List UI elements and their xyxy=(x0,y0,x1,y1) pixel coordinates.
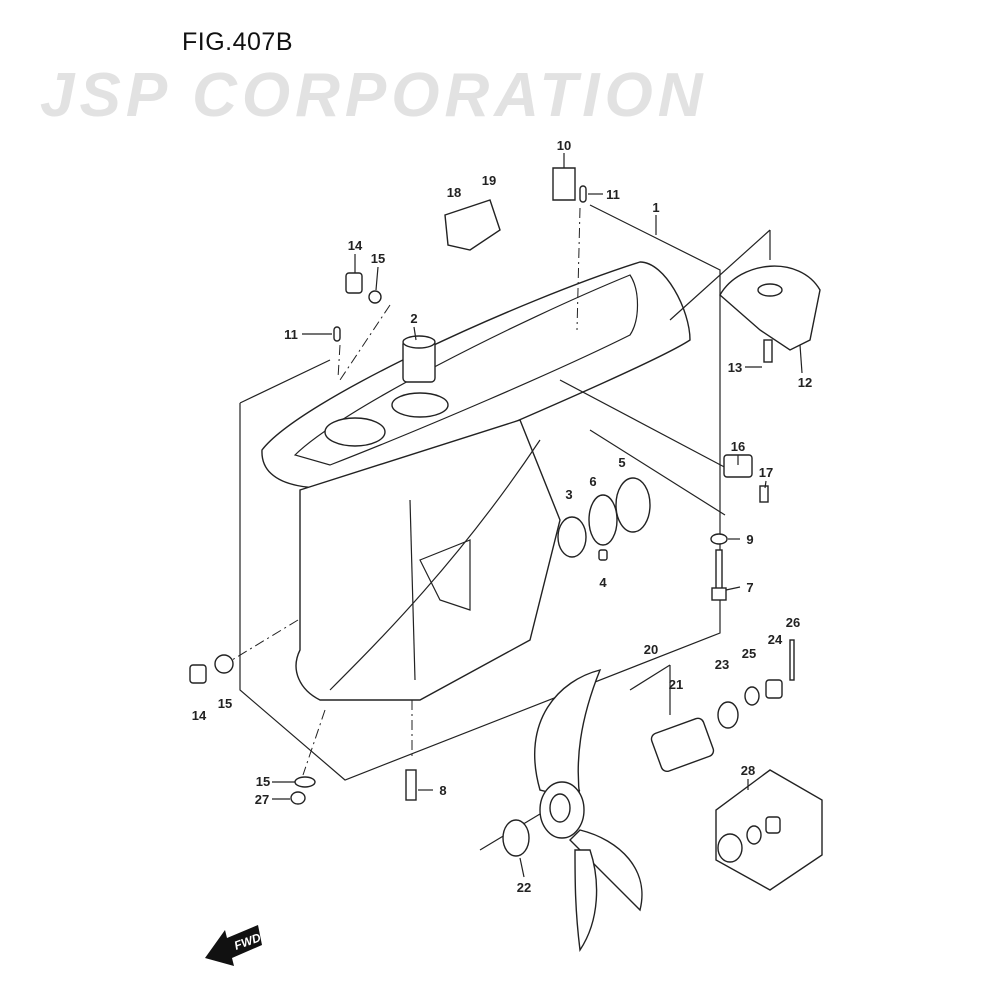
gear-case-housing xyxy=(261,261,691,701)
housing-frame xyxy=(239,204,721,781)
callout-11: 11 xyxy=(606,187,620,202)
leader-lines xyxy=(231,207,771,851)
callout-25: 25 xyxy=(742,646,756,661)
callout-9: 9 xyxy=(746,532,753,547)
callout-11: 11 xyxy=(284,327,298,342)
callout-28: 28 xyxy=(741,763,755,778)
callout-4: 4 xyxy=(599,575,607,590)
callout-23: 23 xyxy=(715,657,729,672)
callout-15: 15 xyxy=(371,251,385,266)
callout-15: 15 xyxy=(256,774,270,789)
callout-20: 20 xyxy=(644,642,658,657)
callout-16: 16 xyxy=(731,439,745,454)
callout-15: 15 xyxy=(218,696,232,711)
callout-2: 2 xyxy=(410,311,417,326)
callout-8: 8 xyxy=(439,783,446,798)
fwd-arrow-icon: FWD xyxy=(205,925,263,966)
callout-24: 24 xyxy=(768,632,783,647)
callout-21: 21 xyxy=(669,677,683,692)
callout-14: 14 xyxy=(192,708,207,723)
callout-5: 5 xyxy=(618,455,625,470)
callout-3: 3 xyxy=(565,487,572,502)
watermark: JSP CORPORATION xyxy=(40,61,708,130)
figure-title: FIG.407B xyxy=(182,28,293,56)
callout-13: 13 xyxy=(728,360,742,375)
callout-26: 26 xyxy=(786,615,800,630)
callout-1: 1 xyxy=(652,200,659,215)
callout-7: 7 xyxy=(746,580,753,595)
small-parts xyxy=(189,167,823,891)
callout-19: 19 xyxy=(482,173,496,188)
callout-6: 6 xyxy=(589,474,596,489)
callout-18: 18 xyxy=(447,185,461,200)
callout-labels: 10 18 19 11 1 14 15 11 2 13 12 16 17 3 6… xyxy=(192,138,812,895)
propeller xyxy=(534,668,643,952)
callout-14: 14 xyxy=(348,238,363,253)
callout-10: 10 xyxy=(557,138,571,153)
callout-12: 12 xyxy=(798,375,812,390)
callout-22: 22 xyxy=(517,880,531,895)
callout-leaders xyxy=(272,153,803,878)
callout-27: 27 xyxy=(255,792,269,807)
callout-17: 17 xyxy=(759,465,773,480)
